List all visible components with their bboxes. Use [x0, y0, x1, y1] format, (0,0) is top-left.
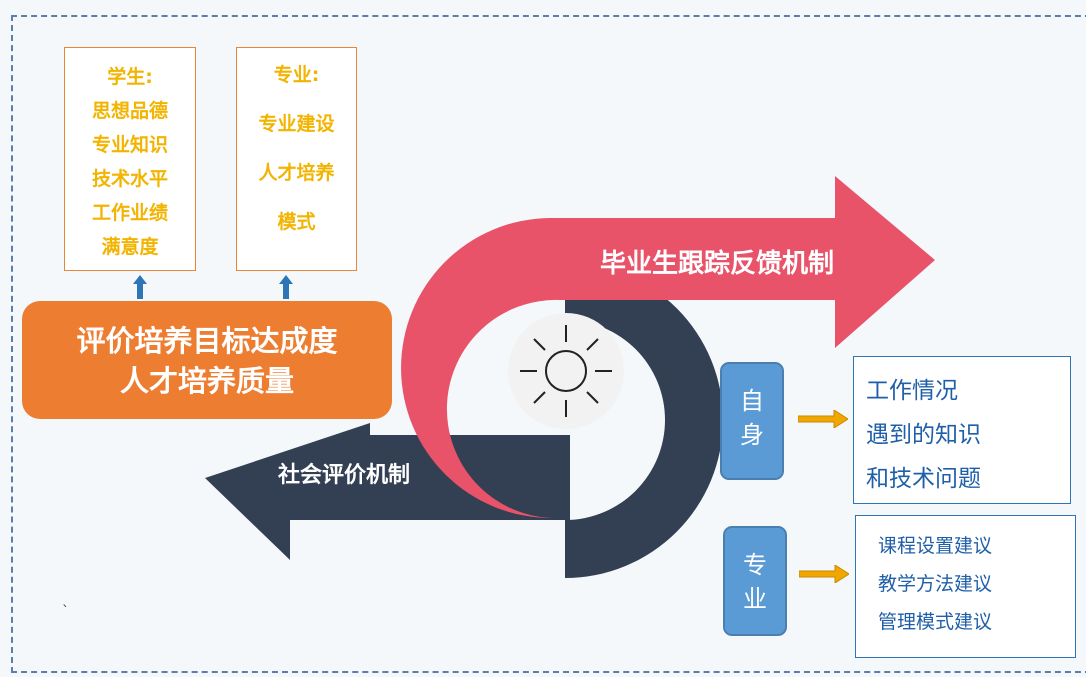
student-box-title: 学生: [107, 66, 153, 88]
major-item: 人才培养 [258, 162, 335, 184]
self-item: 工作情况 [866, 378, 958, 404]
student-item: 思想品德 [91, 100, 168, 122]
major-box-title: 专业: [273, 64, 320, 86]
major-pill-char: 业 [743, 585, 767, 613]
graduate-feedback-label: 毕业生跟踪反馈机制 [600, 249, 835, 279]
major-pill-char: 专 [743, 551, 767, 579]
self-pill-char: 自 [740, 387, 764, 415]
up-arrow-icon [133, 275, 147, 299]
major-item: 专业建设 [258, 113, 335, 135]
self-item: 遇到的知识 [866, 422, 981, 448]
student-item: 满意度 [101, 236, 159, 258]
social-evaluation-arrow [205, 423, 570, 560]
major-pill: 专 业 [723, 526, 787, 636]
right-arrow-icon [798, 410, 848, 428]
social-evaluation-label: 社会评价机制 [278, 463, 411, 488]
student-item: 专业知识 [91, 134, 168, 156]
up-arrow-icon [279, 275, 293, 299]
evaluation-goal-box: 评价培养目标达成度 人才培养质量 [22, 301, 392, 419]
student-item: 技术水平 [91, 168, 168, 190]
evaluation-goal-line2: 人才培养质量 [119, 364, 294, 398]
major-suggestion-item: 课程设置建议 [878, 535, 993, 557]
self-pill-char: 身 [740, 421, 764, 449]
student-item: 工作业绩 [91, 202, 168, 224]
self-items-box: 工作情况 遇到的知识 和技术问题 [853, 356, 1071, 504]
navy-ring [565, 262, 723, 578]
major-item: 模式 [277, 211, 316, 233]
major-suggestion-item: 教学方法建议 [878, 573, 993, 595]
major-suggestion-item: 管理模式建议 [878, 611, 993, 633]
self-item: 和技术问题 [866, 466, 981, 492]
right-arrow-icon [799, 565, 849, 583]
sun-icon [508, 313, 624, 429]
self-pill: 自 身 [720, 362, 784, 480]
graduate-feedback-swirl [401, 176, 935, 519]
evaluation-goal-line1: 评价培养目标达成度 [76, 324, 338, 358]
stray-mark: ` [62, 604, 69, 620]
major-items-box: 课程设置建议 教学方法建议 管理模式建议 [855, 515, 1076, 658]
dashed-frame [11, 15, 1086, 673]
major-criteria-box: 专业: 专业建设 人才培养 模式 [236, 47, 357, 271]
student-criteria-box: 学生: 思想品德 专业知识 技术水平 工作业绩 满意度 [64, 47, 196, 271]
